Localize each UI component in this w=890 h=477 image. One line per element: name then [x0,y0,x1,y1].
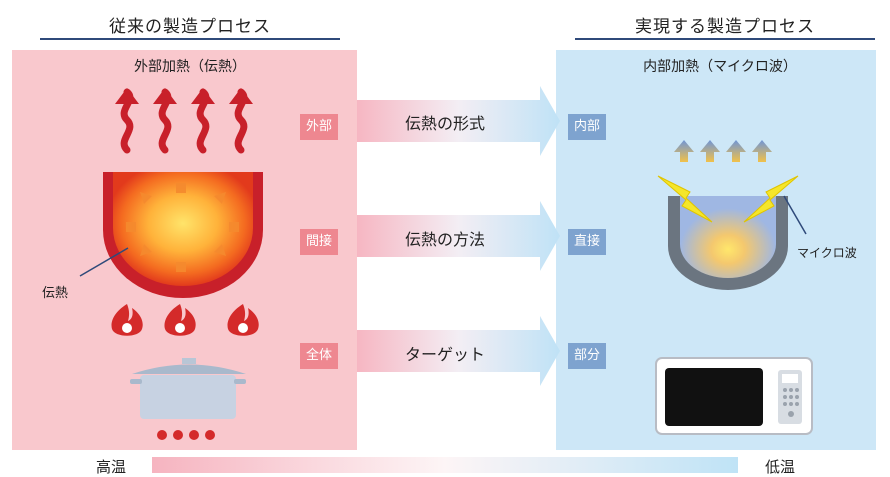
rising-vapor-arrows [674,140,772,162]
arrow-heat-method [357,201,560,271]
cooking-pot-icon [130,358,246,419]
label-internal: 内部 [568,114,606,140]
legend-high-temp: 高温 [96,458,127,476]
arrow-label-heat-method: 伝熱の方法 [405,230,486,249]
legend-low-temp: 低温 [765,458,796,476]
right-section-title: 実現する製造プロセス [635,17,815,37]
lightning-icons [657,175,799,223]
heat-arrowheads [115,88,253,104]
left-section-title: 従来の製造プロセス [109,17,271,37]
label-direct: 直接 [568,229,606,255]
left-title-underline [40,38,340,40]
microwave-callout: マイクロ波 [797,246,857,260]
arrow-heat-form [357,86,560,156]
label-whole: 全体 [300,343,338,369]
microwave-oven-icon [655,357,813,435]
right-title-underline [575,38,875,40]
rising-heat-arrows [120,88,248,154]
label-indirect: 間接 [300,229,338,255]
small-flame-icons [157,430,215,440]
microwave-heated-vessel [668,196,788,290]
heat-callout-line [79,247,129,277]
temperature-gradient-bar [152,457,738,473]
heated-pot [103,172,263,298]
arrow-label-heat-form: 伝熱の形式 [405,114,486,133]
heat-transfer-callout: 伝熱 [42,286,69,301]
label-external: 外部 [300,114,338,140]
left-panel-subtitle: 外部加熱（伝熱） [134,59,246,75]
arrow-label-target: ターゲット [405,345,486,364]
right-panel-subtitle: 内部加熱（マイクロ波） [643,59,797,75]
flame-icons [111,304,259,336]
microwave-callout-line [783,195,807,235]
label-partial: 部分 [568,343,606,369]
arrow-target [357,316,560,386]
